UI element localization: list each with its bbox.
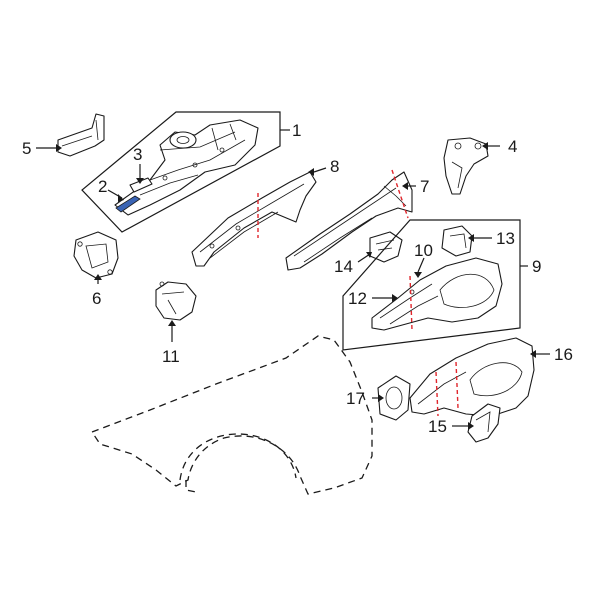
group-frame-1 bbox=[81, 111, 281, 233]
part-7-rail bbox=[285, 171, 413, 271]
callout-13: 13 bbox=[496, 229, 515, 248]
part-4-bracket bbox=[443, 137, 489, 195]
leader-arrowheads bbox=[56, 142, 536, 430]
callout-4: 4 bbox=[508, 137, 517, 156]
group-frame-9 bbox=[342, 219, 521, 351]
cut-line-9 bbox=[409, 275, 413, 331]
leader-lines bbox=[36, 129, 550, 427]
cut-line-7 bbox=[391, 169, 409, 219]
callout-3: 3 bbox=[133, 145, 142, 164]
part-5-reinforcement bbox=[57, 113, 105, 157]
part-15-bracket bbox=[467, 403, 501, 443]
callout-15: 15 bbox=[428, 417, 447, 436]
part-16-wheelhouse-panel bbox=[409, 337, 535, 417]
callout-9: 9 bbox=[532, 257, 541, 276]
cut-line-16a bbox=[435, 371, 439, 417]
callout-1: 1 bbox=[292, 121, 301, 140]
callout-14: 14 bbox=[334, 257, 353, 276]
cut-line-16b bbox=[455, 361, 459, 409]
part-9-wheelhouse-assembly bbox=[371, 257, 503, 331]
callout-16: 16 bbox=[554, 345, 573, 364]
callout-7: 7 bbox=[420, 177, 429, 196]
callout-12: 12 bbox=[348, 289, 367, 308]
part-17-fuel-door-housing bbox=[377, 375, 411, 421]
callout-2: 2 bbox=[98, 177, 107, 196]
part-2-bracket bbox=[115, 195, 141, 213]
callout-5: 5 bbox=[22, 139, 31, 158]
callout-11: 11 bbox=[162, 347, 180, 366]
part-11-mount bbox=[155, 281, 197, 321]
part-8-rail bbox=[191, 171, 317, 267]
part-6-bracket bbox=[73, 231, 119, 279]
callout-8: 8 bbox=[330, 157, 339, 176]
part-13-bracket bbox=[441, 225, 473, 257]
part-1-apron-assembly bbox=[114, 119, 259, 216]
callout-6: 6 bbox=[92, 289, 101, 308]
callout-17: 17 bbox=[346, 389, 365, 408]
callout-10: 10 bbox=[414, 241, 433, 260]
fender-outline bbox=[91, 335, 373, 495]
